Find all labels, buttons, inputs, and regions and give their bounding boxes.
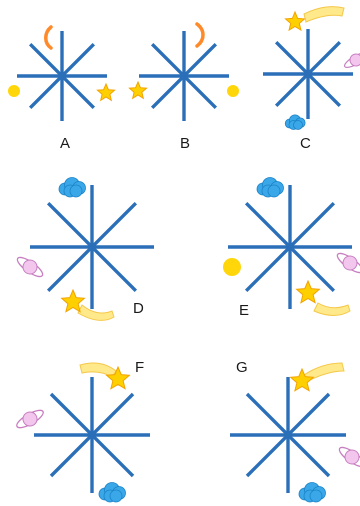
diagram-b xyxy=(128,22,239,121)
shooting-star-icon xyxy=(295,279,351,316)
diagram-c xyxy=(263,6,360,130)
star-line xyxy=(28,42,96,110)
planet-icon xyxy=(338,446,360,468)
panel-a: A xyxy=(0,0,120,160)
star-lines xyxy=(34,377,150,493)
star-lines xyxy=(263,29,353,119)
sun-icon xyxy=(227,85,239,97)
panel-label-d: D xyxy=(133,300,144,317)
diagram-e xyxy=(223,177,360,316)
panel-label-a: A xyxy=(60,135,71,152)
star-line xyxy=(244,201,336,293)
star-line xyxy=(274,40,342,108)
sun-icon xyxy=(223,258,241,276)
diagram-a xyxy=(8,25,116,121)
cloud-icon xyxy=(284,114,306,130)
panel-f: F xyxy=(0,355,180,506)
planet-icon xyxy=(343,52,360,68)
panel-c: C xyxy=(240,0,360,160)
shooting-star-icon xyxy=(284,6,345,32)
sun-icon xyxy=(8,85,20,97)
panel-label-f: F xyxy=(135,359,145,376)
panel-g: G xyxy=(180,355,360,506)
star-line xyxy=(49,392,135,478)
moon-icon xyxy=(195,22,205,48)
shooting-star-icon xyxy=(79,362,131,390)
planet-icon xyxy=(16,409,44,429)
panel-label-e: E xyxy=(239,302,250,319)
panel-label-g: G xyxy=(236,359,248,376)
cloud-icon xyxy=(298,482,326,503)
star-lines xyxy=(17,31,107,121)
diagram-g xyxy=(230,362,360,503)
diagram-d xyxy=(16,177,154,321)
star-line xyxy=(245,392,331,478)
star-line xyxy=(150,42,218,110)
panel-e: E xyxy=(180,165,360,335)
star-lines xyxy=(139,31,229,121)
star-lines xyxy=(228,185,352,309)
diagram-f xyxy=(16,362,150,503)
star-icon xyxy=(96,82,116,102)
cloud-icon xyxy=(256,177,284,198)
panel-b: B xyxy=(120,0,240,160)
star-lines xyxy=(230,377,346,493)
star-lines xyxy=(30,185,154,309)
moon-icon xyxy=(44,25,53,50)
panel-label-b: B xyxy=(180,135,191,152)
shooting-star-icon xyxy=(60,288,115,321)
cloud-icon xyxy=(98,482,126,503)
panel-label-c: C xyxy=(300,135,311,152)
panel-d: D xyxy=(0,165,180,335)
shooting-star-icon xyxy=(289,362,345,392)
star-line xyxy=(46,201,138,293)
cloud-icon xyxy=(58,177,86,198)
star-icon xyxy=(128,80,148,100)
planet-icon xyxy=(336,252,360,274)
planet-icon xyxy=(16,256,44,278)
